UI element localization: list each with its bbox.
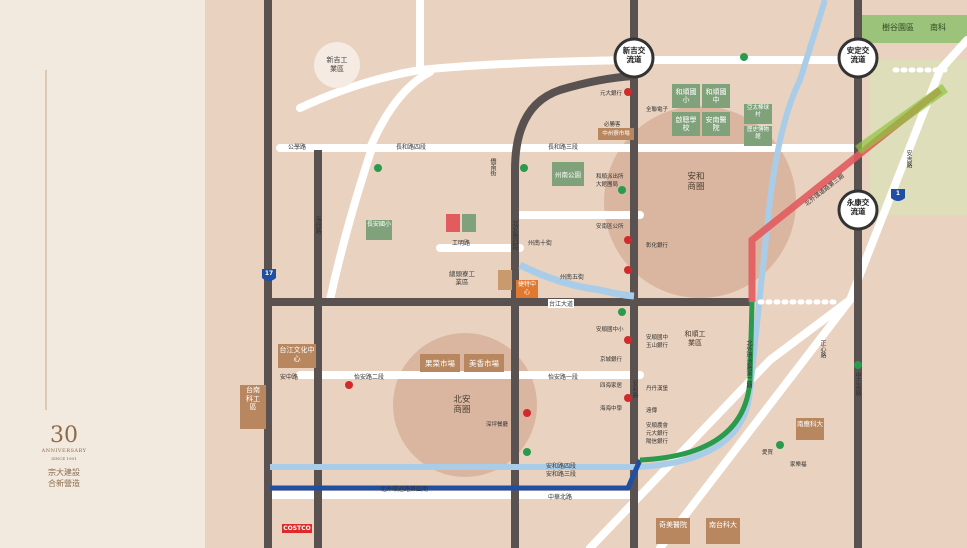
nantai-box (706, 518, 740, 544)
nantian-box (796, 418, 824, 440)
route17-badge (262, 269, 276, 281)
white-roads (266, 0, 967, 548)
hexun-elem-box (672, 84, 700, 108)
yatai-box (744, 104, 772, 124)
road-east-diag2 (656, 296, 854, 548)
qiming-box (672, 112, 700, 136)
bank-marker (345, 381, 353, 389)
fruit-market-box (420, 354, 460, 372)
store-711-marker (740, 53, 748, 61)
store-711-marker (520, 164, 528, 172)
bank-marker (624, 88, 632, 96)
road-changhe-curve (366, 68, 434, 152)
store-711-marker (854, 361, 862, 369)
convenience-markers (374, 53, 862, 456)
anhe-circle (604, 106, 796, 298)
anan-hosp-box (702, 112, 730, 136)
shugu-header (860, 15, 967, 43)
changan-elem-box (366, 220, 392, 240)
beida-center-box (516, 280, 538, 298)
tainan-tech-box (240, 385, 266, 429)
sports-box (462, 214, 476, 232)
history-box (744, 126, 772, 146)
shop-markers (345, 88, 632, 417)
interchange-yongkang[interactable] (837, 189, 879, 231)
store-711-marker (523, 448, 531, 456)
interchange-anding[interactable] (837, 37, 879, 79)
store-711-marker (374, 164, 382, 172)
metro-green-line (639, 301, 755, 463)
store-711-marker (618, 186, 626, 194)
bank-marker (624, 266, 632, 274)
dark-roads (264, 0, 862, 548)
qimei-box (656, 518, 690, 544)
zhoulan-park-box (552, 162, 584, 186)
metro-blue-line (270, 459, 643, 491)
road-haidian-diag (326, 144, 376, 304)
hexun-jr-box (702, 84, 730, 108)
meiyi-market-box (464, 354, 504, 372)
store-711-marker (618, 308, 626, 316)
hesheng-box (446, 214, 460, 232)
bank-marker (624, 394, 632, 402)
route1-badge (891, 189, 905, 201)
bank-marker (624, 336, 632, 344)
southeast-buildings (656, 418, 824, 544)
green-expressway (855, 83, 948, 155)
starbucks-marker (776, 441, 784, 449)
road-beian-arc (511, 72, 635, 548)
xinji-industrial-circle (314, 42, 360, 88)
zhonghuo-market-box (598, 128, 634, 140)
anhe-buildings (552, 84, 772, 186)
beida-center-side-box (498, 270, 512, 290)
canal (518, 261, 635, 300)
bank-marker (624, 236, 632, 244)
costco-logo (282, 524, 312, 533)
west-buildings (240, 214, 538, 429)
bank-marker (523, 409, 531, 417)
interchange-xinji[interactable] (613, 37, 655, 79)
cultural-center-box (278, 344, 316, 368)
brand-panel (0, 0, 205, 548)
